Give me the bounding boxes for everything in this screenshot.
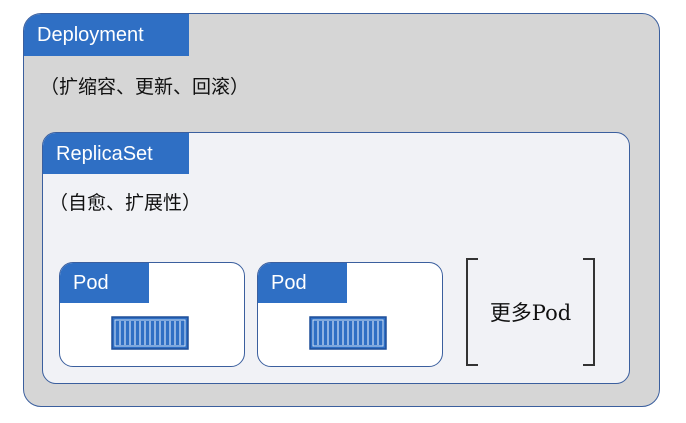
more-pods-label: 更多Pod: [489, 301, 572, 325]
deployment-caption: （扩缩容、更新、回滚）: [40, 76, 250, 98]
replicaset-label: ReplicaSet: [43, 133, 189, 174]
pod-label-2: Pod: [258, 263, 347, 303]
deployment-label: Deployment: [24, 14, 189, 56]
replicaset-caption: （自愈、扩展性）: [49, 192, 202, 214]
right-bracket: [583, 258, 595, 366]
container-icon: [111, 316, 189, 350]
pod-box-1: Pod: [59, 262, 245, 367]
pod-label-1: Pod: [60, 263, 149, 303]
container-icon: [309, 316, 387, 350]
left-bracket: [466, 258, 478, 366]
